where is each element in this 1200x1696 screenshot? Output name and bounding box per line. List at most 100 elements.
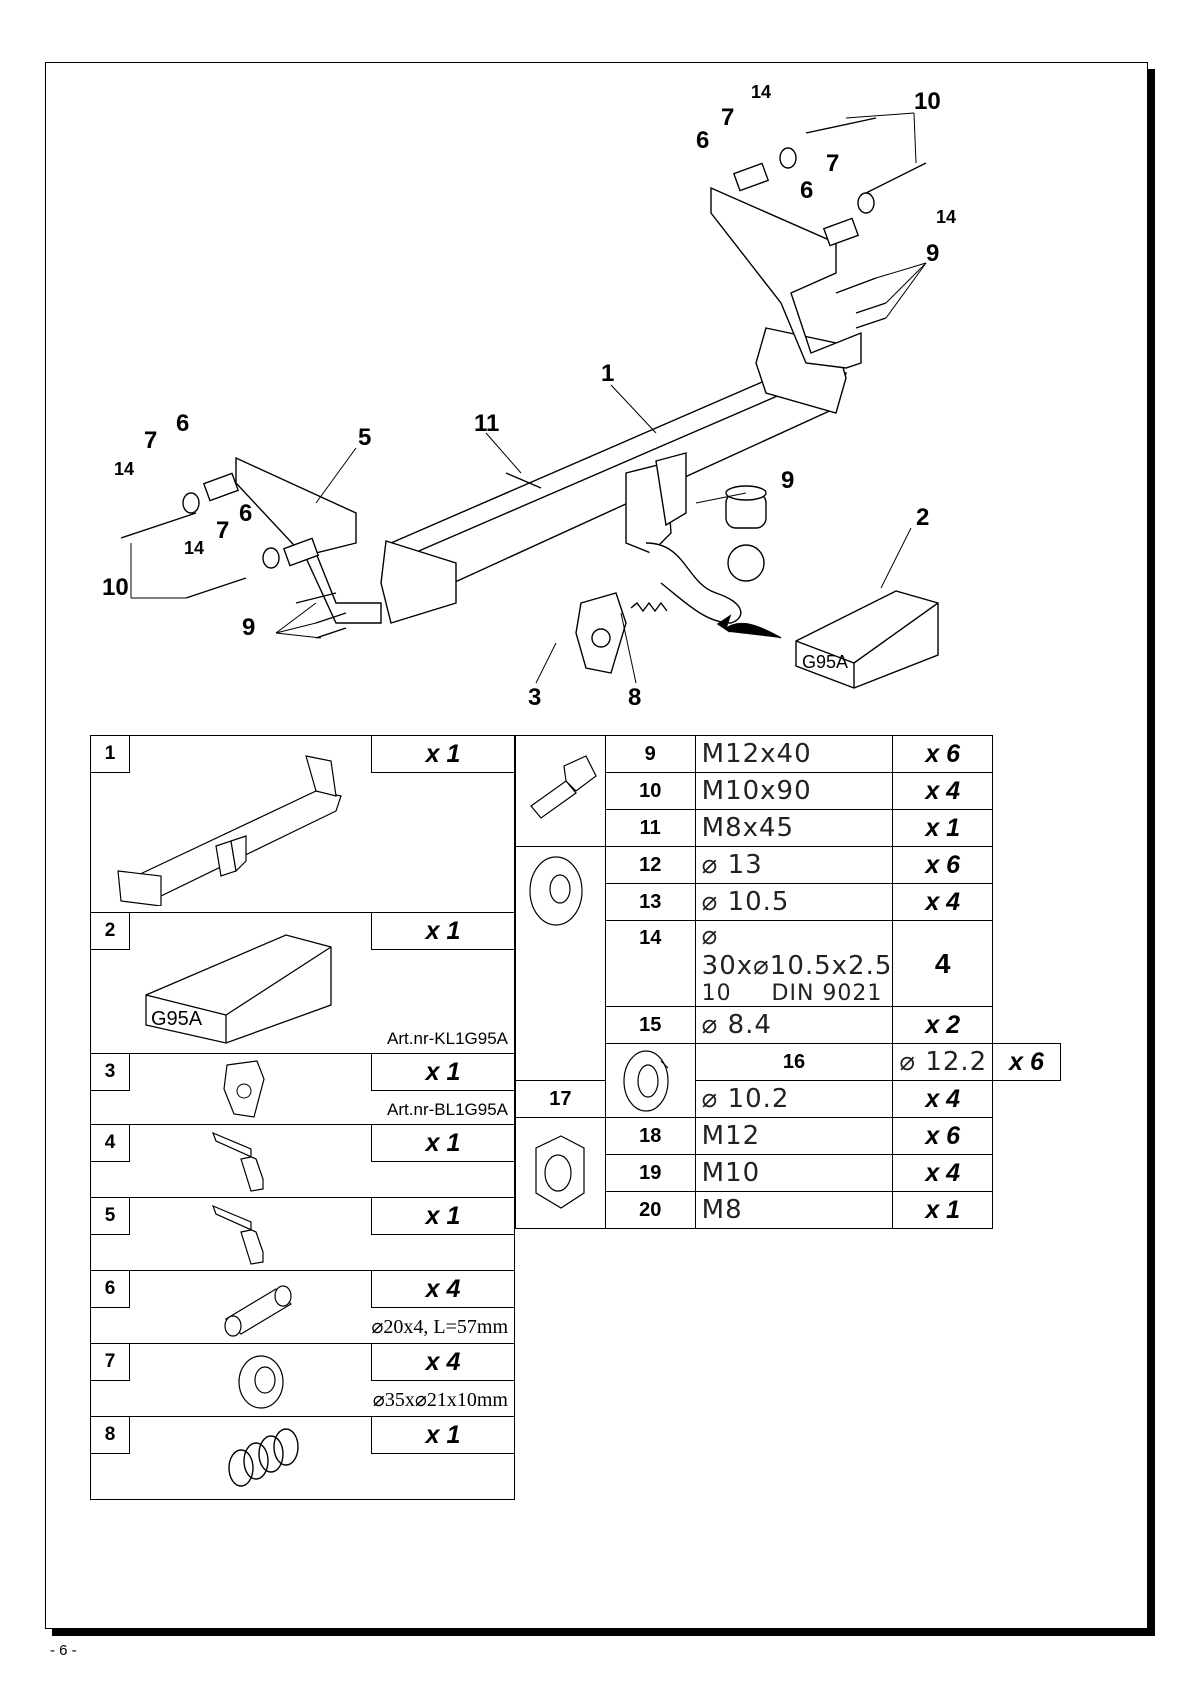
- part-qty: x 2: [892, 1006, 993, 1044]
- callout-3: 3: [528, 684, 541, 711]
- part-cell-3: 3 x 1 Art.nr-BL1G95A: [90, 1053, 515, 1125]
- part-qty: x 6: [992, 1043, 1061, 1081]
- parts-table-right: 9 M12x40 x 6 10 M10x90 x 4 11 M8x45 x 1 …: [515, 735, 1061, 1229]
- part-number: 1: [91, 736, 130, 773]
- part-number: 10: [604, 772, 696, 810]
- part-spec-line2: 10 DIN 9021: [702, 981, 893, 1006]
- part-qty: x 4: [892, 1080, 993, 1118]
- nut-icon-cell: [515, 1117, 606, 1229]
- part-number: 13: [604, 883, 696, 921]
- kit-box-icon: G95A: [145, 934, 332, 1044]
- table-row: 10 M10x90 x 4: [516, 772, 1061, 810]
- article-number: Art.nr-KL1G95A: [387, 1029, 508, 1048]
- callout-7-left-a: 7: [144, 427, 157, 454]
- part-qty: x 6: [892, 735, 993, 773]
- part-number: 7: [91, 1344, 130, 1381]
- callout-2: 2: [916, 504, 929, 531]
- side-bracket-icon: [211, 1131, 264, 1192]
- part-qty: x 1: [371, 1125, 514, 1162]
- part-qty: x 4: [371, 1271, 514, 1308]
- part-cell-4: 4 x 1: [90, 1124, 515, 1198]
- callout-14-right-a: 14: [751, 82, 771, 102]
- part-qty: x 4: [892, 772, 993, 810]
- table-row: 18 M12 x 6: [515, 1117, 1061, 1229]
- callout-10-right: 10: [914, 88, 941, 115]
- part-spec: M12x40: [694, 735, 894, 773]
- callout-6-right-b: 6: [800, 177, 813, 204]
- callout-9-right: 9: [926, 240, 939, 267]
- lock-washer-icon-cell: [604, 1043, 696, 1118]
- part-spec: ⌀ 12.2: [892, 1043, 993, 1081]
- callout-1: 1: [601, 360, 614, 387]
- bolt-icon-cell: [515, 735, 606, 847]
- part-cell-2: 2 x 1 G95A Art.nr-KL1G95A: [90, 912, 515, 1054]
- part-number: 16: [694, 1043, 894, 1081]
- spring: [630, 601, 668, 613]
- lock-washer-icon: [623, 1049, 669, 1112]
- callout-6-right-a: 6: [696, 127, 709, 154]
- washer-icon: [529, 856, 584, 926]
- part-number: 4: [91, 1125, 130, 1162]
- callout-14-right-b: 14: [936, 207, 956, 227]
- callout-6-left-b: 6: [239, 500, 252, 527]
- part-spec: ⌀ 10.5: [694, 883, 894, 921]
- side-bracket-icon: [211, 1204, 264, 1265]
- callout-7-left-b: 7: [216, 517, 229, 544]
- part-spec: M10: [694, 1154, 894, 1192]
- svg-text:G95A: G95A: [151, 1008, 203, 1030]
- article-number: Art.nr-BL1G95A: [387, 1100, 508, 1119]
- part-qty: x 4: [371, 1344, 514, 1381]
- part-qty: x 1: [371, 1417, 514, 1454]
- part-spec-size: 10: [701, 981, 732, 1006]
- table-row: 15 ⌀ 8.4 x 2: [516, 1006, 1061, 1044]
- callout-9-ball: 9: [781, 467, 794, 494]
- part-number: 11: [604, 809, 696, 847]
- part-cell-1: 1 x 1: [90, 735, 515, 913]
- part-qty: x 1: [371, 1198, 514, 1235]
- table-row: 12 ⌀ 13 x 6: [515, 846, 1061, 1081]
- socket-plate: [575, 592, 627, 674]
- hex-nut-icon: [535, 1135, 586, 1209]
- table-row: 11 M8x45 x 1: [516, 809, 1061, 847]
- part-spec: M12: [694, 1117, 894, 1155]
- part-number: 17: [515, 1080, 606, 1118]
- spring-icon: [228, 1428, 299, 1487]
- bushing-ring-icon: [238, 1355, 284, 1409]
- part-qty: x 1: [371, 736, 514, 773]
- part-qty: x 1: [892, 809, 993, 847]
- part-number: 18: [604, 1117, 696, 1155]
- part-qty: x 1: [892, 1191, 993, 1229]
- part-spec: M8: [694, 1191, 894, 1229]
- part-number: 2: [91, 913, 130, 950]
- part-number: 3: [91, 1054, 130, 1091]
- table-row: 16 ⌀ 12.2 x 6: [516, 1043, 1061, 1118]
- part-qty: x 6: [892, 1117, 993, 1155]
- callout-6-left-a: 6: [176, 410, 189, 437]
- part-spec-cell: ⌀ 30x⌀10.5x2.5 10 DIN 9021: [694, 920, 894, 1007]
- part-qty: x 1: [371, 1054, 514, 1091]
- part-number: 14: [604, 920, 696, 1007]
- callout-7-right-b: 7: [826, 150, 839, 177]
- callout-8: 8: [628, 684, 641, 711]
- part-spec: ⌀ 30x⌀10.5x2.5: [701, 921, 893, 981]
- part-qty: x 4: [892, 883, 993, 921]
- part-number: 12: [604, 846, 696, 884]
- part-qty: 4: [892, 920, 993, 1007]
- callout-14-left-b: 14: [184, 538, 204, 558]
- leader-lines: [130, 112, 927, 684]
- callout-14-left-a: 14: [114, 459, 134, 479]
- table-row: 13 ⌀ 10.5 x 4: [516, 883, 1061, 921]
- kit-box: [795, 590, 939, 689]
- part-number: 20: [604, 1191, 696, 1229]
- callout-10-left: 10: [102, 574, 129, 601]
- callout-7-right-a: 7: [721, 104, 734, 131]
- part-spec: ⌀ 13: [694, 846, 894, 884]
- part-spec: ⌀ 8.4: [694, 1006, 894, 1044]
- part-cell-5: 5 x 1: [90, 1197, 515, 1271]
- direction-arrow: [716, 614, 782, 639]
- table-row: 14 ⌀ 30x⌀10.5x2.5 10 DIN 9021 4: [516, 920, 1061, 1007]
- part-number: 15: [604, 1006, 696, 1044]
- exploded-diagram: 1 2 3 8 5 9 9 9 10 10 11 6 6 6 6 7 7 7 7…: [102, 82, 956, 711]
- dimension-note: ⌀35x⌀21x10mm: [372, 1389, 508, 1411]
- part-spec: M8x45: [694, 809, 894, 847]
